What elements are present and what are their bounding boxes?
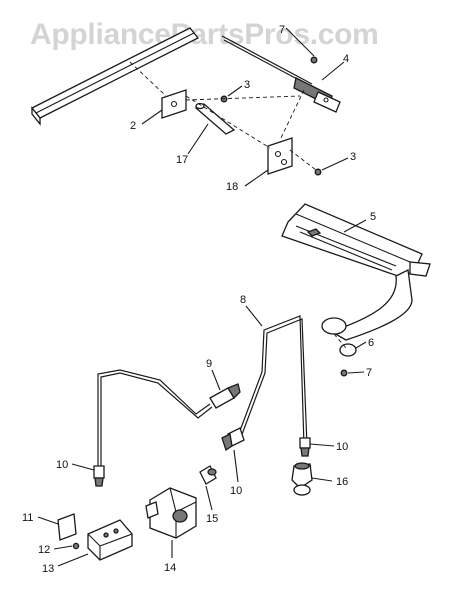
part-1-bracket-rail [30,27,200,126]
callout-16: 16 [336,476,348,488]
callout-17: 17 [176,154,188,166]
part-7-screw-upper [310,56,318,64]
part-2-mounting-plate [161,89,187,119]
watermark-logo: AppliancePartsPros.com [30,18,379,51]
part-5-burner [281,203,431,341]
part-6-orifice-cap [339,343,357,357]
part-17-tube [194,102,236,135]
callout-8: 8 [240,294,246,306]
part-4-rod-holder [221,35,341,113]
part-9-thermocouple [97,369,241,468]
callout-labels: 7 4 3 2 17 18 3 5 8 6 7 9 10 10 10 16 15… [22,24,376,575]
part-13-igniter [87,519,133,561]
callout-15: 15 [206,513,218,525]
callout-4: 4 [343,53,349,65]
part-8-gas-tube [237,315,308,447]
callout-7-lower: 7 [366,367,372,379]
callout-5: 5 [370,211,376,223]
callout-10-middle: 10 [230,485,242,497]
part-18-bracket [267,137,293,175]
part-11-gasket [57,513,77,541]
callout-12: 12 [38,544,50,556]
part-12-screw [72,542,80,550]
callout-7-upper: 7 [279,24,285,36]
callout-3-lower: 3 [350,151,356,163]
part-15-fitting [199,465,217,485]
callout-18: 18 [226,181,238,193]
callout-11: 11 [22,512,33,524]
callout-2: 2 [130,120,136,132]
callout-13: 13 [42,563,54,575]
assembly-line-orifice [333,333,347,349]
callout-10-right: 10 [336,441,348,453]
assembly-lines-upper [129,61,317,171]
part-10-fitting-left [93,465,105,487]
leader-lines [37,27,367,567]
part-10-fitting-right [299,437,311,457]
part-3-screw-lower [314,168,322,176]
callout-9: 9 [206,358,212,370]
part-16-valve [291,462,313,496]
part-10-fitting-middle [221,427,245,452]
callout-14: 14 [164,562,176,574]
callout-10-left: 10 [56,459,68,471]
callout-6: 6 [368,337,374,349]
callout-3-upper: 3 [244,79,250,91]
part-7-screw-lower [340,369,348,377]
part-14-regulator [145,487,197,539]
